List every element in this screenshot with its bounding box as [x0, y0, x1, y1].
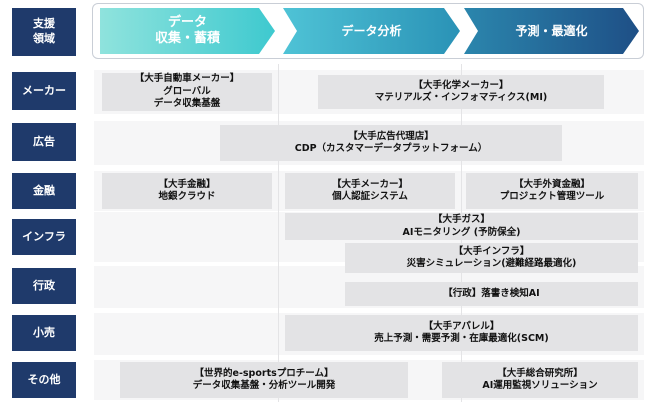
- case-chemical-mi: 【大手化学メーカー】 マテリアルズ・インフォマティクス(MI): [318, 75, 604, 109]
- case-maker-authentication: 【大手メーカー】 個人認証システム: [285, 173, 455, 209]
- case-title: プロジェクト管理ツール: [499, 191, 605, 202]
- case-infra-disaster-simulation: 【大手インフラ】 災害シミュレーション(避難経路最適化): [345, 243, 638, 273]
- case-org: 【行政】落書き検知AI: [443, 287, 540, 299]
- phase-collect-line1: データ: [167, 14, 207, 30]
- phase-predict-label: 予測・最適化: [515, 23, 588, 38]
- case-org: 【世界的e-sportsプロチーム】: [194, 367, 334, 379]
- phase-analysis-label: データ分析: [341, 23, 402, 38]
- case-finance-regional-cloud: 【大手金融】 地銀クラウド: [102, 173, 272, 209]
- case-title: データ収集基盤: [153, 98, 221, 110]
- case-title: データ収集基盤・分析ツール開発: [192, 380, 336, 391]
- column-divider-1: [278, 64, 279, 402]
- row-label-infra: インフラ: [12, 219, 76, 255]
- case-title: 地銀クラウド: [158, 191, 216, 202]
- case-title: 個人認証システム: [332, 191, 408, 202]
- case-research-ai-monitoring: 【大手総合研究所】 AI運用監視ソリューション: [442, 362, 638, 398]
- case-ad-agency-cdp: 【大手広告代理店】 CDP（カスタマーデータプラットフォーム）: [220, 125, 562, 161]
- case-org: 【大手外資金融】: [513, 178, 590, 190]
- support-area-label: 支援 領域: [12, 8, 76, 56]
- case-title: AIモニタリング (予防保全): [402, 226, 521, 238]
- row-label-government: 行政: [12, 268, 76, 304]
- case-org: 【大手メーカー】: [331, 178, 408, 190]
- case-org: 【大手アパレル】: [423, 320, 500, 332]
- row-label-advertising: 広告: [12, 123, 76, 161]
- row-label-retail: 小売: [12, 315, 76, 351]
- row-label-other: その他: [12, 362, 76, 398]
- row-label-maker: メーカー: [12, 72, 76, 110]
- case-org: 【大手金融】: [158, 178, 216, 190]
- case-esports-data-tools: 【世界的e-sportsプロチーム】 データ収集基盤・分析ツール開発: [120, 362, 408, 398]
- case-org: 【大手ガス】: [432, 214, 490, 226]
- case-gas-ai-monitoring: 【大手ガス】 AIモニタリング (予防保全): [285, 213, 638, 240]
- case-org: 【大手インフラ】: [453, 245, 530, 257]
- case-title: グローバル: [163, 85, 211, 97]
- phase-predict-optimize: 予測・最適化: [464, 8, 639, 54]
- case-foreign-finance-pm-tool: 【大手外資金融】 プロジェクト管理ツール: [466, 173, 638, 209]
- case-title: 災害シミュレーション(避難経路最適化): [406, 258, 577, 269]
- case-auto-maker-data-platform: 【大手自動車メーカー】 グローバル データ収集基盤: [102, 73, 272, 111]
- phase-collect-line2: 収集・蓄積: [154, 31, 220, 46]
- case-org: 【大手広告代理店】: [348, 130, 434, 142]
- phase-analysis: データ分析: [283, 8, 460, 54]
- case-title: AI運用監視ソリューション: [482, 380, 598, 391]
- phase-collect-store: データ 収集・蓄積: [100, 8, 275, 54]
- case-title: CDP（カスタマーデータプラットフォーム）: [294, 143, 488, 154]
- case-title: マテリアルズ・インフォマティクス(MI): [374, 92, 548, 103]
- case-title: 売上予測・需要予測・在庫最適化(SCM): [374, 333, 549, 344]
- case-government-graffiti-ai: 【行政】落書き検知AI: [345, 282, 638, 306]
- case-apparel-demand-forecast: 【大手アパレル】 売上予測・需要予測・在庫最適化(SCM): [285, 315, 638, 351]
- case-org: 【大手総合研究所】: [497, 367, 583, 379]
- case-org: 【大手自動車メーカー】: [134, 73, 240, 85]
- row-label-finance: 金融: [12, 173, 76, 209]
- case-org: 【大手化学メーカー】: [413, 79, 509, 91]
